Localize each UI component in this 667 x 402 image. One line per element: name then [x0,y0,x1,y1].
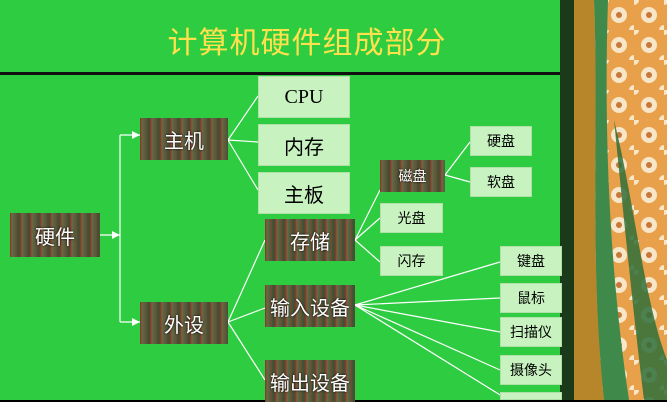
node-optical: 光盘 [380,203,443,233]
node-input: 输入设备 [265,285,355,327]
node-keyboard: 键盘 [500,246,562,276]
node-output: 输出设备 [265,360,355,402]
node-mouse: 鼠标 [500,283,562,313]
node-memory: 内存 [258,124,350,166]
node-host: 主机 [140,118,228,160]
divider [0,72,574,75]
slide-edge [560,0,574,400]
node-cpu: CPU [258,76,350,118]
node-hardware: 硬件 [10,213,100,257]
node-motherboard: 主板 [258,172,350,214]
page-title: 计算机硬件组成部分 [167,26,447,61]
node-cutoff [500,392,562,400]
node-flash: 闪存 [380,246,443,276]
node-peripheral: 外设 [140,302,228,344]
node-floppy: 软盘 [470,167,532,197]
decorative-pattern [574,0,667,400]
node-storage: 存储 [265,219,355,261]
node-camera: 摄像头 [500,355,562,385]
node-magnetic: 磁盘 [380,160,445,192]
node-scanner: 扫描仪 [500,317,562,347]
node-harddisk: 硬盘 [470,126,532,156]
